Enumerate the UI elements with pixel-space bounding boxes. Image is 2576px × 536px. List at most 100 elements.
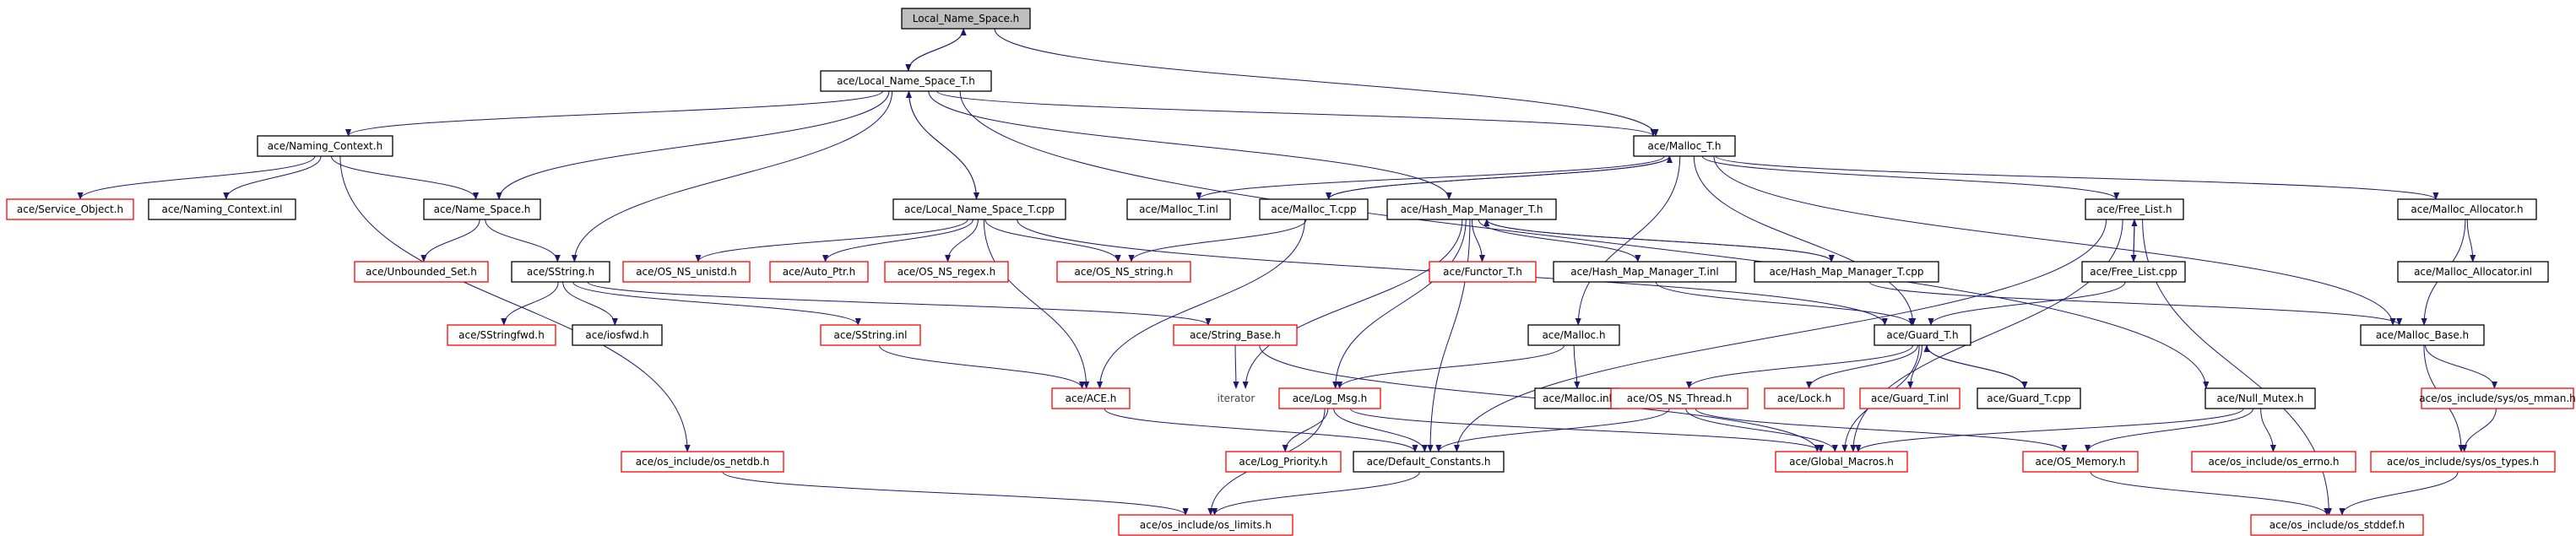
node-label: ace/Malloc_Base.h (2376, 329, 2469, 341)
edge-os_ns_thread_h-to-default_constants_h (1435, 408, 1670, 452)
node-label: ace/Local_Name_Space_T.cpp (904, 203, 1055, 215)
node-malloc-t-h[interactable]: ace/Malloc_T.h (1633, 135, 1736, 157)
node-label: ace/Free_List.h (2096, 203, 2172, 215)
node-os-ns-regex-h[interactable]: ace/OS_NS_regex.h (884, 261, 1009, 283)
node-free-list-h[interactable]: ace/Free_List.h (2085, 198, 2184, 220)
node-naming-context-inl[interactable]: ace/Naming_Context.inl (148, 198, 296, 220)
node-malloc-allocator-inl[interactable]: ace/Malloc_Allocator.inl (2397, 261, 2549, 283)
node-local-name-space-h[interactable]: Local_Name_Space.h (901, 8, 1031, 30)
edge-null_mutex_h-to-os_memory_h (2084, 408, 2253, 452)
node-malloc-t-cpp[interactable]: ace/Malloc_T.cpp (1259, 198, 1369, 220)
node-string-base-h[interactable]: ace/String_Base.h (1173, 324, 1298, 346)
edge-local_name_space_t_cpp-to-os_ns_string_h (984, 219, 1121, 263)
edge-malloc_t_h-to-malloc_allocator_h (1715, 155, 2439, 200)
node-unbounded-set-h[interactable]: ace/Unbounded_Set.h (354, 261, 489, 283)
node-os-ns-thread-h[interactable]: ace/OS_NS_Thread.h (1610, 387, 1749, 409)
node-malloc-allocator-h[interactable]: ace/Malloc_Allocator.h (2397, 198, 2537, 220)
node-hash-map-manager-t-inl[interactable]: ace/Hash_Map_Manager_T.inl (1553, 261, 1737, 283)
edge-hash_map_manager_t_cpp-to-malloc_base_h (1868, 281, 2403, 326)
node-label: ace/Log_Msg.h (1293, 393, 1367, 404)
node-sstringfwd-h[interactable]: ace/SStringfwd.h (447, 324, 556, 346)
node-log-msg-h[interactable]: ace/Log_Msg.h (1278, 387, 1381, 409)
node-os-stddef-h[interactable]: ace/os_include/os_stddef.h (2250, 514, 2424, 536)
node-os-netdb-h[interactable]: ace/os_include/os_netdb.h (621, 451, 784, 473)
node-label: ace/SString.h (527, 266, 594, 278)
node-free-list-cpp[interactable]: ace/Free_List.cpp (2081, 261, 2186, 283)
node-sys-os-types-h[interactable]: ace/os_include/sys/os_types.h (2370, 451, 2556, 473)
node-service-object-h[interactable]: ace/Service_Object.h (6, 198, 134, 220)
node-local-name-space-t-cpp[interactable]: ace/Local_Name_Space_T.cpp (892, 198, 1066, 220)
node-box (1353, 451, 1505, 473)
node-guard-t-cpp[interactable]: ace/Guard_T.cpp (1977, 387, 2081, 409)
node-label: ace/Hash_Map_Manager_T.inl (1570, 266, 1719, 278)
node-box (2085, 198, 2184, 220)
edge-malloc_h-to-malloc_inl (1573, 344, 1581, 389)
node-log-priority-h[interactable]: ace/Log_Priority.h (1225, 451, 1342, 473)
node-box (820, 324, 921, 346)
node-os-ns-unistd-h[interactable]: ace/OS_NS_unistd.h (622, 261, 751, 283)
node-box (769, 261, 869, 283)
node-auto-ptr-h[interactable]: ace/Auto_Ptr.h (769, 261, 869, 283)
node-box (572, 324, 663, 346)
node-functor-t-h[interactable]: ace/Functor_T.h (1429, 261, 1537, 283)
node-label: ace/Hash_Map_Manager_T.cpp (1769, 266, 1923, 278)
node-box (1633, 135, 1736, 157)
node-label: ace/os_include/os_limits.h (1140, 519, 1272, 531)
edge-local_name_space_t_cpp-to-os_ns_unistd_h (695, 219, 968, 263)
edge-local_name_space_t_cpp-to-os_ns_regex_h (944, 219, 979, 263)
node-hash-map-manager-t-h[interactable]: ace/Hash_Map_Manager_T.h (1386, 198, 1557, 220)
node-iosfwd-h[interactable]: ace/iosfwd.h (572, 324, 663, 346)
edge-os_netdb_h-to-os_limits_h (722, 471, 1189, 516)
edge-malloc_t_h-to-free_list_h (1701, 155, 2120, 200)
node-default-constants-h[interactable]: ace/Default_Constants.h (1353, 451, 1505, 473)
edge-malloc_t_h-to-malloc_h (1575, 155, 1681, 326)
node-box (1118, 514, 1293, 536)
node-label: ace/Log_Priority.h (1239, 456, 1327, 468)
edge-malloc_base_h-to-sys_os_mman_h (2425, 344, 2498, 389)
node-box (1259, 198, 1369, 220)
node-malloc-t-inl[interactable]: ace/Malloc_T.inl (1126, 198, 1231, 220)
node-label: ace/OS_NS_unistd.h (636, 266, 737, 278)
edge-sstring_h-to-string_base_h (587, 281, 1212, 326)
node-box (2022, 451, 2139, 473)
node-guard-t-h[interactable]: ace/Guard_T.h (1874, 324, 1971, 346)
node-label: ace/Malloc_T.cpp (1271, 203, 1356, 215)
node-label: ace/Unbounded_Set.h (366, 266, 477, 278)
node-sys-os-mman-h[interactable]: ace/os_include/sys/os_mman.h (2419, 387, 2576, 409)
node-null-mutex-h[interactable]: ace/Null_Mutex.h (2205, 387, 2316, 409)
node-local-name-space-t-h[interactable]: ace/Local_Name_Space_T.h (820, 70, 992, 92)
node-box (447, 324, 556, 346)
node-label: ace/Global_Macros.h (1789, 456, 1894, 468)
node-box (901, 8, 1031, 30)
node-naming-context-h[interactable]: ace/Naming_Context.h (257, 135, 393, 157)
edge-naming_context_h-to-os_netdb_h (339, 155, 691, 452)
node-os-memory-h[interactable]: ace/OS_Memory.h (2022, 451, 2139, 473)
node-malloc-h[interactable]: ace/Malloc.h (1527, 324, 1620, 346)
edge-malloc_t_h-to-malloc_t_inl (1196, 155, 1665, 200)
node-malloc-inl[interactable]: ace/Malloc.inl (1534, 387, 1620, 409)
node-sstring-inl[interactable]: ace/SString.inl (820, 324, 921, 346)
node-os-limits-h[interactable]: ace/os_include/os_limits.h (1118, 514, 1293, 536)
node-global-macros-h[interactable]: ace/Global_Macros.h (1775, 451, 1908, 473)
node-os-errno-h[interactable]: ace/os_include/os_errno.h (2191, 451, 2356, 473)
edge-log_msg_h-to-global_macros_h (1349, 408, 1825, 452)
edge-log_msg_h-to-default_constants_h (1333, 408, 1428, 452)
node-box (1775, 451, 1908, 473)
node-lock-h[interactable]: ace/Lock.h (1764, 387, 1845, 409)
node-malloc-base-h[interactable]: ace/Malloc_Base.h (2360, 324, 2485, 346)
edge-local_name_space_h-to-malloc_t_h (994, 28, 1659, 137)
node-name-space-h[interactable]: ace/Name_Space.h (423, 198, 541, 220)
node-guard-t-inl[interactable]: ace/Guard_T.inl (1859, 387, 1960, 409)
node-box (2397, 198, 2537, 220)
node-hash-map-manager-t-cpp[interactable]: ace/Hash_Map_Manager_T.cpp (1754, 261, 1939, 283)
edge-hash_map_manager_t_h-to-functor_t_h (1472, 219, 1486, 263)
node-ace-h[interactable]: ace/ACE.h (1051, 387, 1131, 409)
node-sstring-h[interactable]: ace/SString.h (511, 261, 610, 283)
node-box (1610, 387, 1749, 409)
node-label: ace/os_include/sys/os_mman.h (2419, 393, 2576, 404)
node-box (6, 198, 134, 220)
node-label: ace/iosfwd.h (585, 329, 648, 341)
edge-null_mutex_h-to-global_macros_h (1855, 408, 2244, 452)
node-box (1534, 387, 1620, 409)
node-os-ns-string-h[interactable]: ace/OS_NS_string.h (1056, 261, 1191, 283)
